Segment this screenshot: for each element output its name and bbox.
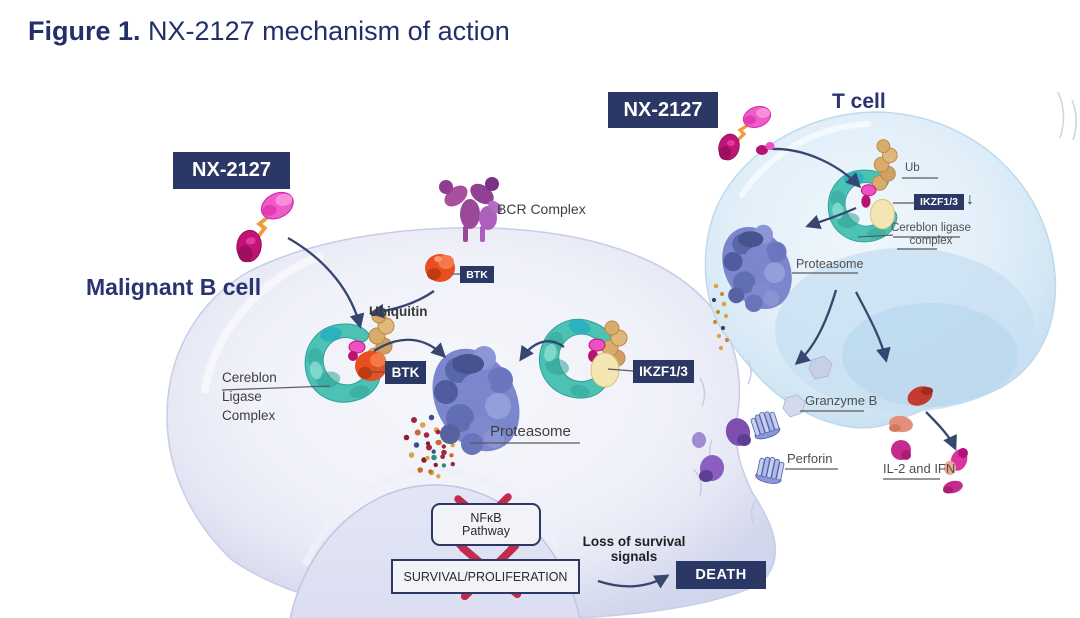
malignant-b-cell-label: Malignant B cell <box>86 274 262 300</box>
t-cell-body <box>704 111 1057 429</box>
ikzf-protein-captured-t <box>870 199 895 230</box>
arrow-proteasome-to-cytokines <box>854 291 891 363</box>
decorative-wisps <box>1057 91 1077 141</box>
btk-membrane-tag: BTK <box>460 266 494 283</box>
perforin-complexes <box>692 408 786 486</box>
nfkb-pathway-box: NFκB Pathway <box>431 503 541 546</box>
survival-proliferation-box: SURVIVAL/PROLIFERATION <box>391 559 580 594</box>
arrow-nx-to-cereblon-b <box>287 237 365 329</box>
ubiquitin-label: Ubiquitin <box>369 304 428 319</box>
nx2127-molecule-fragment <box>756 142 775 155</box>
flow-arrows <box>287 147 957 589</box>
il2-ifn-label: IL-2 and IFN <box>883 461 956 476</box>
arrow-ikzf-complex-to-proteasome <box>519 340 565 362</box>
nx2127-tag-t-cell: NX-2127 <box>608 92 718 128</box>
cereblon-ligase-complex-label-t: Cereblon ligase complex <box>891 222 971 247</box>
figure-title: Figure 1. NX-2127 mechanism of action <box>28 16 510 47</box>
secreted-il2-ifn-molecules <box>943 448 968 494</box>
granzyme-molecules <box>782 355 833 418</box>
btk-protein-captured <box>355 351 387 381</box>
cereblon-ligase-complex-label: Cereblon Ligase Complex <box>222 370 277 423</box>
ikzf-tag-b-cell: IKZF1/3 <box>633 360 694 383</box>
arrow-nx-into-t-cell <box>771 147 862 189</box>
death-tag: DEATH <box>676 561 766 589</box>
bcr-complex-shape <box>439 177 502 242</box>
btk-complex-tag: BTK <box>385 361 426 384</box>
loss-of-survival-label: Loss of survival signals <box>582 534 686 564</box>
ub-label: Ub <box>905 162 920 174</box>
arrow-complex-to-proteasome-t <box>805 206 857 230</box>
nx2127-tag-b-cell: NX-2127 <box>173 152 290 189</box>
arrow-loss-to-death <box>597 574 670 589</box>
cereblon-btk-complex <box>297 308 395 410</box>
perforin-label: Perforin <box>787 451 833 466</box>
ikzf-down-arrow: ↓ <box>966 191 974 208</box>
proteasome-label-t: Proteasome <box>796 257 864 271</box>
proteasome-label-b: Proteasome <box>490 423 571 440</box>
perforin-protein-blobs <box>692 418 751 482</box>
arrow-cytokines-secreted <box>925 411 957 451</box>
granzyme-b-label: Granzyme B <box>805 393 878 408</box>
t-cell-label: T cell <box>832 90 886 113</box>
btk-protein-free <box>425 254 455 282</box>
ikzf-tag-t-cell: IKZF1/3 <box>914 194 964 210</box>
callout-lines <box>221 177 960 480</box>
bcr-complex-label: BCR Complex <box>497 201 586 217</box>
figure-title-text: NX-2127 mechanism of action <box>140 16 510 46</box>
cereblon-ikzf-complex-t <box>823 139 901 248</box>
arrow-btk-to-cereblon <box>369 290 435 319</box>
cytokine-molecules <box>889 386 968 494</box>
cereblon-ikzf-complex <box>530 310 628 406</box>
arrow-proteasome-to-granzyme <box>794 289 838 365</box>
figure-label: Figure 1. <box>28 16 141 46</box>
arrow-btk-complex-to-proteasome <box>373 338 447 359</box>
